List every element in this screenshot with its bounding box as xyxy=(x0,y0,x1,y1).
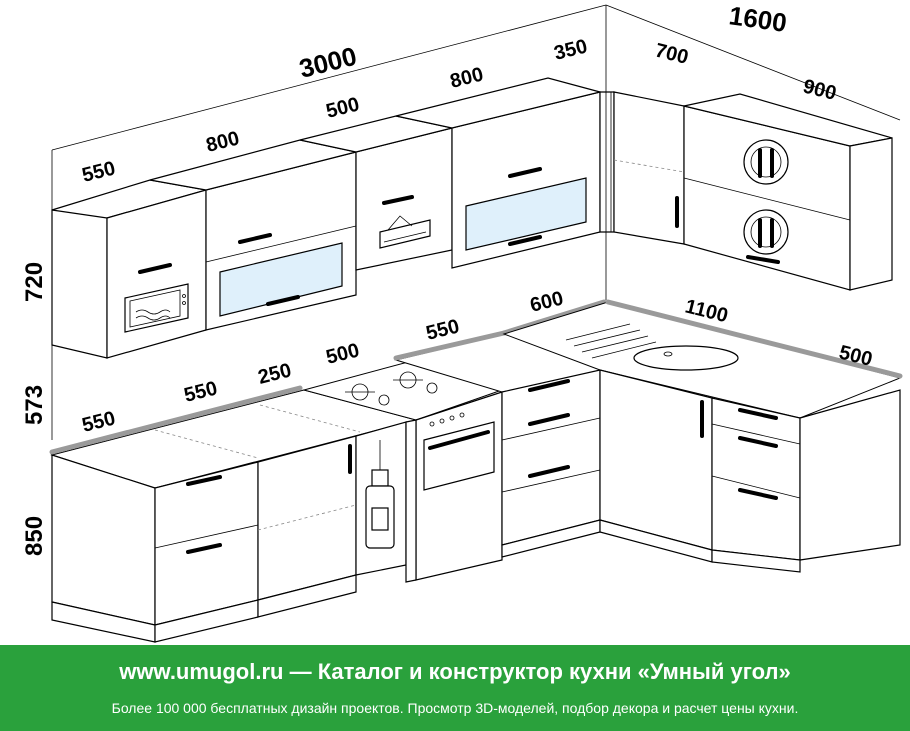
upper-cabinet-700 xyxy=(613,91,685,245)
dim-lower-550a: 550 xyxy=(80,407,118,436)
dim-height-573: 573 xyxy=(21,385,48,425)
dim-lower-550c: 550 xyxy=(424,315,462,344)
bottle-icon xyxy=(365,440,395,549)
dim-upper-350: 350 xyxy=(552,35,590,64)
dim-upper-550: 550 xyxy=(80,157,118,186)
lower-cabinet-250-bottle xyxy=(355,421,407,576)
upper-cabinet-550 xyxy=(51,179,207,359)
gas-burner-icon xyxy=(345,371,438,406)
dim-lower-600: 600 xyxy=(528,287,566,316)
lower-cabinet-550a xyxy=(51,454,259,643)
microwave-icon xyxy=(124,283,189,333)
footer-subtitle: Более 100 000 бесплатных дизайн проектов… xyxy=(111,700,799,716)
dim-height-850: 850 xyxy=(21,516,48,556)
upper-cabinet-500-hood xyxy=(299,115,453,271)
dim-lower-250: 250 xyxy=(256,359,294,388)
upper-handle xyxy=(138,263,172,274)
lower-cabinet-500 xyxy=(711,389,901,573)
upper-cabinet-800-glass xyxy=(149,139,357,331)
cutlery-plate-icon xyxy=(743,209,789,255)
lower-cabinet-550b xyxy=(257,435,357,618)
dim-lower-550b: 550 xyxy=(182,377,220,406)
dim-height-720: 720 xyxy=(21,262,48,302)
dim-upper-800b: 800 xyxy=(448,63,486,92)
lower-cabinet-1100 xyxy=(599,369,713,563)
glass-door xyxy=(219,242,343,317)
upper-cabinet-900 xyxy=(683,93,893,291)
dim-upper-500: 500 xyxy=(324,93,362,122)
glass-door xyxy=(465,177,587,251)
dim-total-width: 3000 xyxy=(296,41,359,84)
dim-upper-700: 700 xyxy=(653,40,691,69)
cutlery-plate-icon xyxy=(743,139,789,185)
sink-icon xyxy=(565,323,739,371)
footer-title[interactable]: www.umugol.ru — Каталог и конструктор ку… xyxy=(119,659,791,684)
dim-upper-800a: 800 xyxy=(204,127,242,156)
countertop-side xyxy=(502,299,903,419)
dim-lower-500: 500 xyxy=(324,339,362,368)
upper-corner-cabinet-350 xyxy=(599,91,615,233)
kitchen-diagram: 3000 1600 550 800 500 800 350 700 900 72… xyxy=(21,0,903,643)
footer-banner: www.umugol.ru — Каталог и конструктор ку… xyxy=(0,645,910,731)
lower-cabinet-550c xyxy=(501,369,601,558)
dim-side-width: 1600 xyxy=(727,0,788,38)
dim-upper-900: 900 xyxy=(801,76,839,105)
range-hood-icon xyxy=(379,215,431,249)
